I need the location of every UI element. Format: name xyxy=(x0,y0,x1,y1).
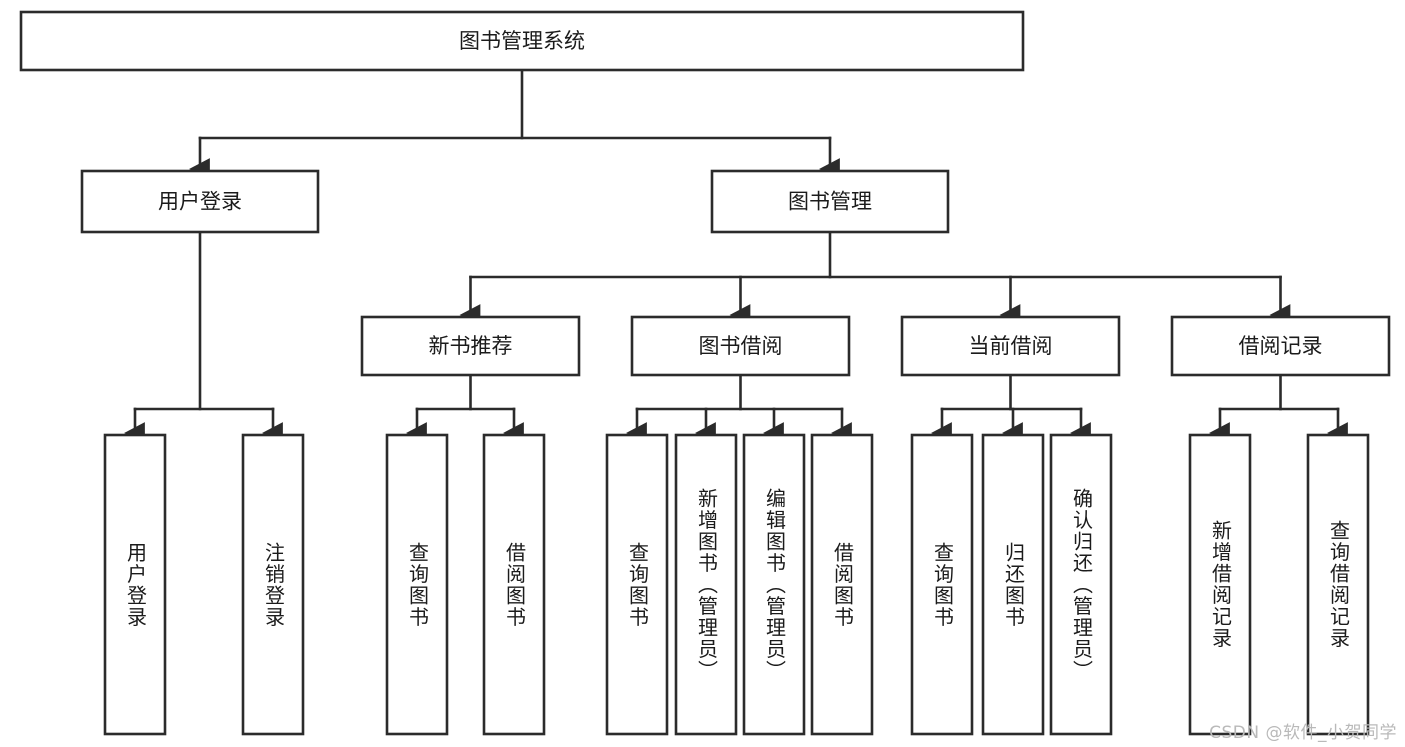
node-label-book-manage: 图书管理 xyxy=(788,190,872,214)
node-leaf-confirm-return-admin[interactable] xyxy=(1049,433,1113,736)
node-current-borrow[interactable] xyxy=(900,315,1121,377)
node-leaf-borrow-book-2[interactable] xyxy=(810,433,874,736)
node-leaf-query-book-1[interactable] xyxy=(385,433,449,736)
connector-edges xyxy=(124,68,1348,444)
node-book-borrow[interactable] xyxy=(630,315,851,377)
node-leaf-user-login[interactable] xyxy=(103,433,167,736)
node-leaf-borrow-book-1[interactable] xyxy=(482,433,546,736)
node-leaf-query-book-3[interactable] xyxy=(910,433,974,736)
node-leaf-return-book[interactable] xyxy=(981,433,1045,736)
node-label-root: 图书管理系统 xyxy=(459,29,585,53)
node-book-manage[interactable] xyxy=(710,169,950,234)
watermark: CSDN @软件_小贺同学 xyxy=(1209,723,1397,743)
node-boxes xyxy=(19,10,1391,736)
node-user-login[interactable] xyxy=(80,169,320,234)
node-leaf-query-borrow-record[interactable] xyxy=(1306,433,1370,736)
node-label-current-borrow: 当前借阅 xyxy=(969,334,1053,358)
node-new-book-rec[interactable] xyxy=(360,315,581,377)
node-leaf-query-book-2[interactable] xyxy=(605,433,669,736)
node-leaf-add-borrow-record[interactable] xyxy=(1188,433,1252,736)
node-label-user-login: 用户登录 xyxy=(158,190,242,214)
node-root-root[interactable] xyxy=(19,10,1025,72)
node-leaf-edit-book-admin[interactable] xyxy=(742,433,806,736)
node-borrow-record[interactable] xyxy=(1170,315,1391,377)
node-label-new-book-rec: 新书推荐 xyxy=(429,334,513,358)
node-leaf-user-logout[interactable] xyxy=(241,433,305,736)
node-leaf-add-book-admin[interactable] xyxy=(674,433,738,736)
node-label-borrow-record: 借阅记录 xyxy=(1239,334,1323,358)
node-label-book-borrow: 图书借阅 xyxy=(699,334,783,358)
